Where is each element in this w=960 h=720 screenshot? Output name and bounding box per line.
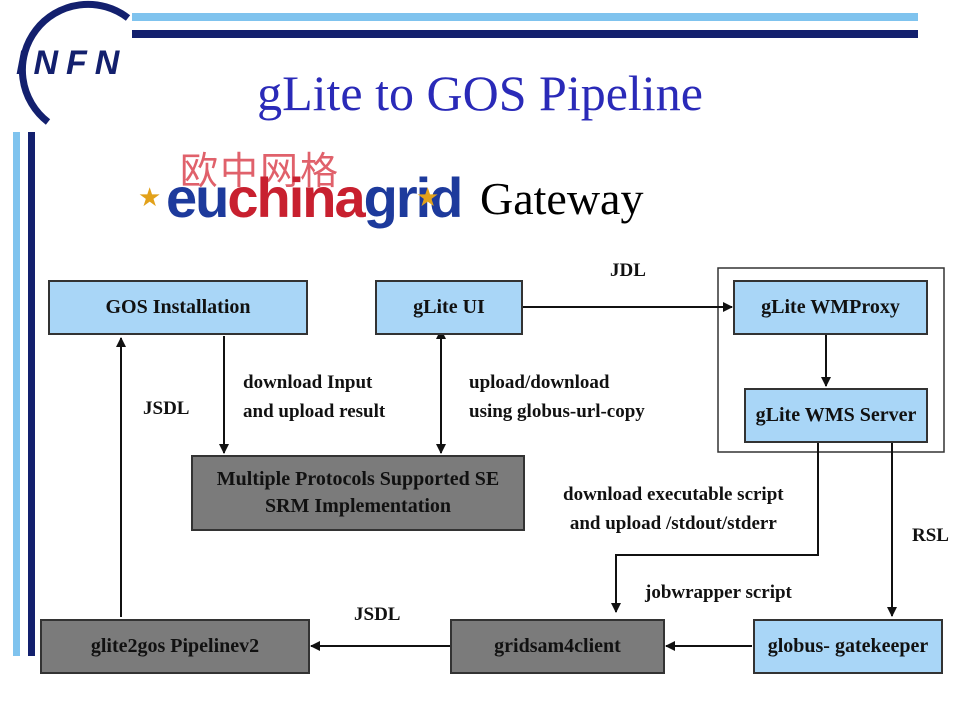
page-title: gLite to GOS Pipeline [257,65,703,121]
label-jsdl-bottom: JSDL [354,604,401,625]
node-glite-ui: gLite UI [375,280,523,335]
label-download-input-line1: download Input [243,372,373,393]
star-icon: ★ [138,183,162,213]
node-se: Multiple Protocols Supported SE SRM Impl… [191,455,525,531]
label-jobwrapper: jobwrapper script [645,582,792,603]
node-gridsam4client: gridsam4client [450,619,665,674]
infn-logo: INFN [16,44,128,82]
label-download-exec: download executable script and upload /s… [563,480,784,539]
label-upload-download: upload/download using globus-url-copy [469,368,645,427]
top-light-bar [132,13,918,21]
logo-part-grid: grid [363,166,464,229]
label-jsdl-left: JSDL [143,398,190,419]
page-subtitle: Gateway [480,173,644,224]
star-icon: ★ [416,183,440,213]
left-light-bar [13,132,20,656]
node-gos-installation: GOS Installation [48,280,308,335]
label-download-exec-line2: and upload /stdout/stderr [569,513,777,535]
euchinagrid-logo-chinese: 欧中网格 [180,149,341,193]
node-se-line2: SRM Implementation [264,495,452,517]
label-download-input-line2: and upload result [243,401,386,423]
logo-part-china: china [227,166,365,229]
infn-logo-arc [18,0,131,125]
euchinagrid-logo: euchinagrid [166,170,463,226]
label-download-input: download Input and upload result [243,368,385,427]
label-rsl: RSL [912,525,949,546]
label-download-exec-line1: download executable script [563,484,784,505]
logo-part-eu: eu [166,166,229,229]
node-glite-wms-server: gLite WMS Server [744,388,928,443]
top-dark-bar [132,30,918,38]
node-glite2gos: glite2gos Pipelinev2 [40,619,310,674]
label-upload-download-line2: using globus-url-copy [469,401,645,423]
node-glite-wmproxy: gLite WMProxy [733,280,928,335]
label-jdl: JDL [610,260,646,281]
left-dark-bar [28,132,35,656]
edge-wms-to-gridsam [611,443,819,613]
node-se-line1: Multiple Protocols Supported SE [216,468,500,490]
wms-group-frame [717,267,945,453]
label-upload-download-line1: upload/download [469,372,610,393]
node-globus-gatekeeper: globus- gatekeeper [753,619,943,674]
